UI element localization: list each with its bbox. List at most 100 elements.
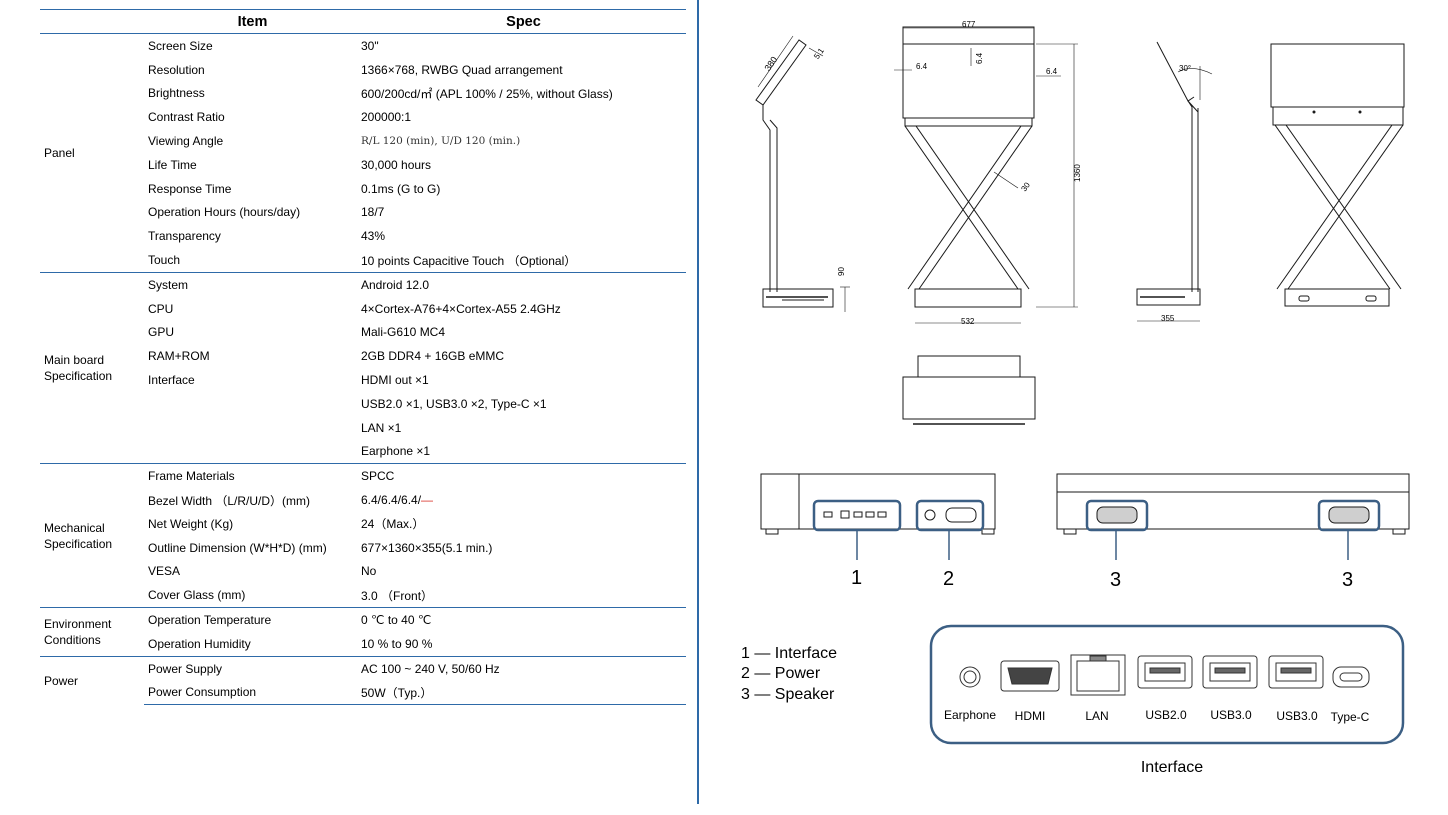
spec-item: Operation Humidity: [148, 636, 251, 651]
spec-item: RAM+ROM: [148, 349, 210, 364]
callout-3b: 3: [1342, 569, 1353, 591]
technical-drawing: 380 5.1 90 677 6.4 6.4 6.4 1360 30 532 3…: [741, 20, 1410, 776]
table-row: CPU 4×Cortex-A76+4×Cortex-A55 2.4GHz: [40, 297, 686, 321]
interface-closeup: [760, 473, 996, 560]
spec-value: 43%: [361, 229, 386, 244]
dim-front-width: 677: [962, 20, 976, 29]
earphone-port-icon: [959, 666, 981, 688]
hdmi-port-icon: [1000, 660, 1060, 692]
spec-value: 4×Cortex-A76+4×Cortex-A55 2.4GHz: [361, 301, 561, 316]
spec-item: System: [144, 271, 361, 297]
spec-value: 677×1360×355(5.1 min.): [361, 540, 493, 555]
port-label-usb20: USB2.0: [1145, 708, 1187, 722]
header-spec: Spec: [361, 9, 686, 34]
spec-value: 10 points Capacitive Touch （Optional）: [361, 253, 577, 268]
port-icons: [959, 654, 1370, 696]
bezel-dash: —: [421, 493, 434, 508]
spec-item: Net Weight (Kg): [148, 516, 234, 531]
spec-value: 2GB DDR4 + 16GB eMMC: [361, 349, 505, 364]
spec-value: USB2.0 ×1, USB3.0 ×2, Type-C ×1: [361, 396, 547, 411]
spec-item: VESA: [148, 564, 181, 579]
dim-angle: 30°: [1179, 64, 1191, 73]
spec-value: 0 ℃ to 40 ℃: [361, 607, 686, 632]
dim-bezel-left: 6.4: [916, 62, 928, 71]
spec-value: 6.4/6.4/6.4/—: [361, 493, 434, 508]
dim-bezel-right: 6.4: [1046, 67, 1058, 76]
spec-value: No: [361, 564, 377, 579]
port-label-lan: LAN: [1085, 709, 1108, 723]
group-label: Environment Conditions: [40, 607, 144, 657]
dim-side-screen: 380: [762, 55, 779, 73]
callout-2: 2: [943, 568, 954, 590]
spec-item: Viewing Angle: [148, 134, 224, 149]
spec-value: Mali-G610 MC4: [361, 325, 446, 340]
spec-value: 30": [361, 38, 379, 53]
spec-item: Screen Size: [148, 38, 213, 53]
spec-item: Outline Dimension (W*H*D) (mm): [148, 540, 327, 555]
column-divider: [697, 0, 699, 804]
spec-value: R/L 120 (min), U/D 120 (min.): [361, 135, 521, 148]
top-view: [902, 355, 1036, 425]
spec-value: AC 100 ~ 240 V, 50/60 Hz: [361, 655, 686, 681]
table-row: USB2.0 ×1, USB3.0 ×2, Type-C ×1: [40, 392, 686, 416]
dim-bezel-top: 6.4: [975, 52, 984, 64]
table-row: LAN ×1: [40, 416, 686, 440]
speaker-closeup: [1056, 473, 1410, 560]
group-label: Panel: [44, 145, 75, 160]
spec-item: CPU: [148, 301, 174, 316]
header-item: Item: [144, 9, 361, 34]
table-row: Bezel Width （L/R/U/D）(mm) 6.4/6.4/6.4/—: [40, 488, 686, 512]
spec-value: 24（Max.）: [361, 517, 425, 532]
spec-item: Bezel Width （L/R/U/D）(mm): [148, 493, 311, 508]
usb20-port-icon: [1137, 655, 1193, 689]
spec-item: [144, 392, 361, 416]
spec-item: [144, 416, 361, 440]
dim-front-height: 1360: [1073, 164, 1082, 182]
dim-base-side: 355: [1161, 314, 1175, 323]
spec-value: 600/200cd/㎡ (APL 100% / 25%, without Gla…: [361, 86, 613, 101]
typec-port-icon: [1332, 666, 1370, 688]
spec-item: Resolution: [148, 62, 205, 77]
port-label-typec: Type-C: [1331, 710, 1370, 724]
legend-speaker: 3 — Speaker: [741, 686, 835, 703]
table-row: Operation Humidity 10 % to 90 %: [40, 632, 686, 656]
dim-leg: 30: [1019, 180, 1032, 193]
spec-value: 18/7: [361, 205, 385, 220]
table-row: Earphone ×1: [40, 440, 686, 464]
side-view-left: [755, 35, 850, 312]
port-label-usb30-1: USB3.0: [1210, 708, 1252, 722]
header-group: [40, 9, 144, 34]
port-label-usb30-2: USB3.0: [1276, 709, 1318, 723]
port-label-earphone: Earphone: [944, 708, 996, 722]
callout-1: 1: [851, 567, 862, 589]
spec-item: Operation Hours (hours/day): [148, 205, 301, 220]
callout-3a: 3: [1110, 569, 1121, 591]
dim-foot-height: 90: [837, 267, 846, 276]
table-row: Operation Hours (hours/day) 18/7: [40, 201, 686, 225]
spec-value: Android 12.0: [361, 271, 686, 297]
table-row: Touch 10 points Capacitive Touch （Optiona…: [40, 248, 686, 272]
spec-value: 0.1ms (G to G): [361, 181, 441, 196]
spec-item: [144, 440, 361, 464]
spec-value: 10 % to 90 %: [361, 636, 433, 651]
spec-value: 50W（Typ.）: [361, 680, 686, 706]
spec-item: Interface: [148, 373, 195, 388]
table-row: RAM+ROM 2GB DDR4 + 16GB eMMC: [40, 344, 686, 368]
spec-item: Touch: [148, 253, 181, 268]
spec-value: 3.0 （Front）: [361, 588, 434, 603]
spec-item: Power Consumption: [144, 680, 361, 706]
front-view: [894, 26, 1078, 324]
